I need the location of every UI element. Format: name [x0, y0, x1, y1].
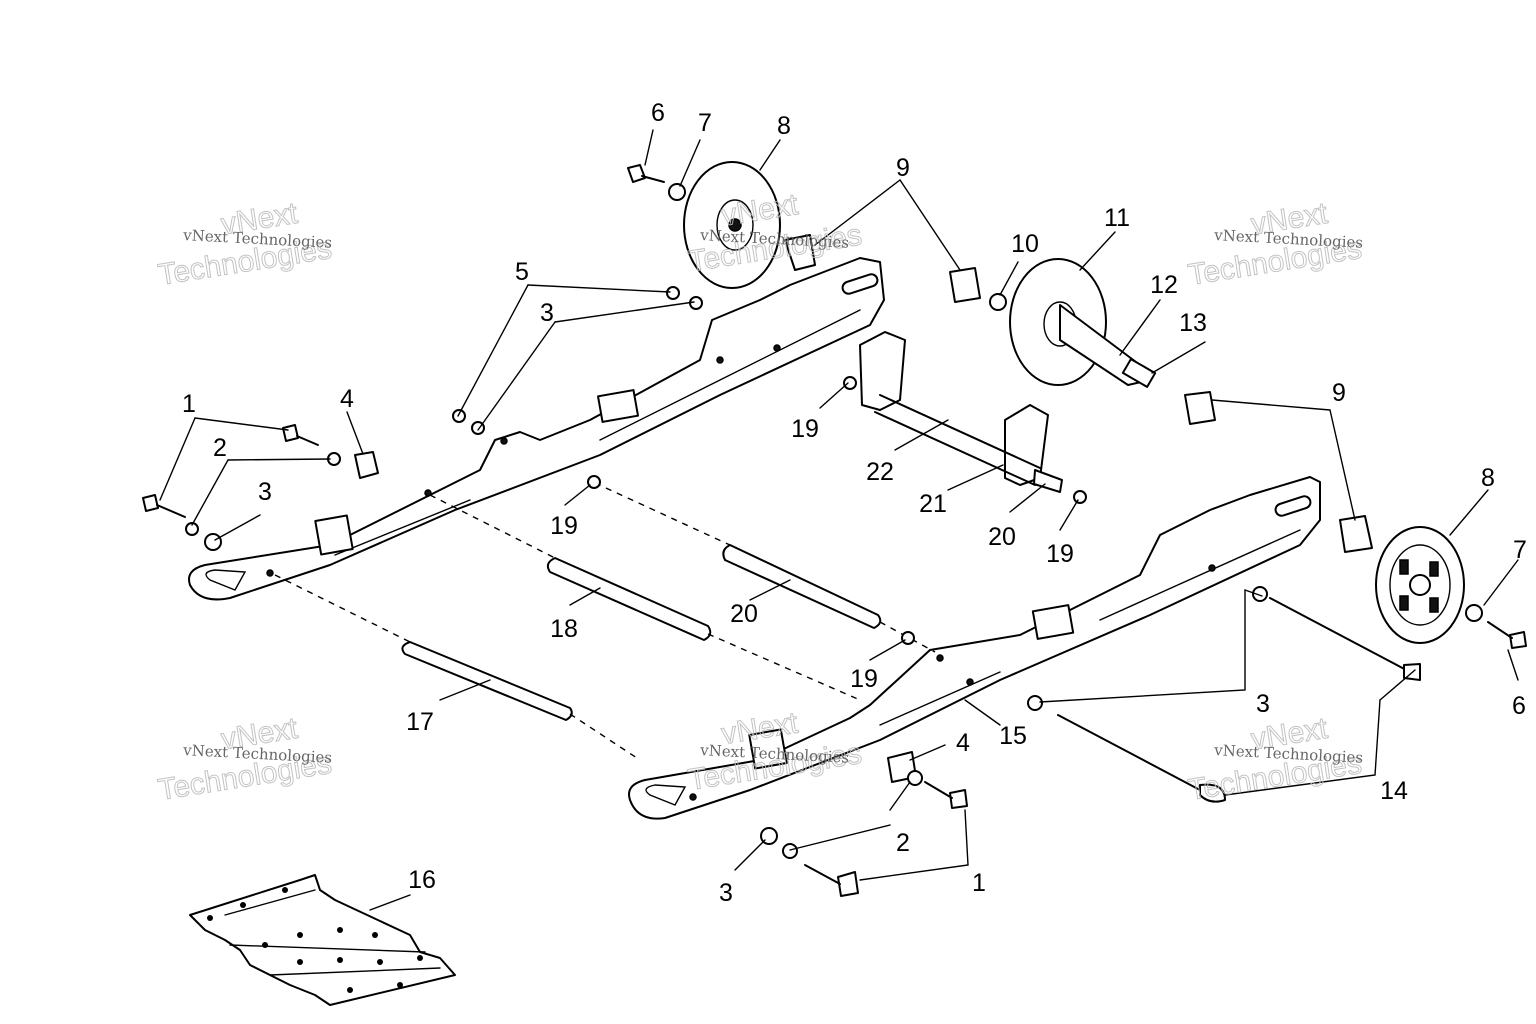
- label-1b: 1: [972, 869, 986, 897]
- label-20b: 20: [730, 600, 758, 628]
- label-6a: 6: [651, 99, 665, 127]
- label-15: 15: [999, 722, 1027, 750]
- label-4a: 4: [340, 385, 354, 413]
- label-4b: 4: [956, 729, 970, 757]
- label-16: 16: [408, 866, 436, 894]
- leader-lines: [159, 129, 1519, 911]
- hardware: [142, 164, 1527, 897]
- label-5: 5: [515, 258, 529, 286]
- label-11: 11: [1104, 204, 1130, 232]
- label-20a: 20: [988, 523, 1016, 551]
- label-9b: 9: [1332, 379, 1346, 407]
- label-3a: 3: [540, 299, 554, 327]
- label-2b: 2: [896, 829, 910, 857]
- label-19d: 19: [850, 665, 878, 693]
- label-1a: 1: [182, 390, 196, 418]
- idler-wheels: [683, 161, 1465, 644]
- right-rail: [628, 476, 1321, 820]
- label-7a: 7: [698, 109, 712, 137]
- label-7b: 7: [1513, 536, 1527, 564]
- part-labels: 6 7 8 9 10 11 12 13 9 8 7 6 5 3 1 4 2 3 …: [182, 99, 1527, 907]
- label-6b: 6: [1512, 692, 1526, 720]
- label-3d: 3: [719, 879, 733, 907]
- label-3c: 3: [1256, 690, 1270, 718]
- bushings: [668, 183, 1483, 622]
- label-18: 18: [550, 615, 578, 643]
- label-22: 22: [866, 458, 894, 486]
- track-sample: [189, 874, 456, 1006]
- label-8b: 8: [1481, 464, 1495, 492]
- label-9a: 9: [896, 154, 910, 182]
- left-rail: [188, 257, 885, 601]
- label-14: 14: [1380, 777, 1408, 805]
- center-shaft-assembly: [843, 331, 1087, 504]
- label-8a: 8: [777, 112, 791, 140]
- label-19c: 19: [550, 512, 578, 540]
- label-13: 13: [1179, 309, 1207, 337]
- label-21: 21: [919, 490, 947, 518]
- label-12: 12: [1150, 271, 1178, 299]
- label-19a: 19: [791, 415, 819, 443]
- label-19b: 19: [1046, 540, 1074, 568]
- cross-tubes: [274, 475, 936, 761]
- label-2a: 2: [213, 434, 227, 462]
- label-10: 10: [1011, 230, 1039, 258]
- label-17: 17: [406, 708, 434, 736]
- label-3b: 3: [258, 478, 272, 506]
